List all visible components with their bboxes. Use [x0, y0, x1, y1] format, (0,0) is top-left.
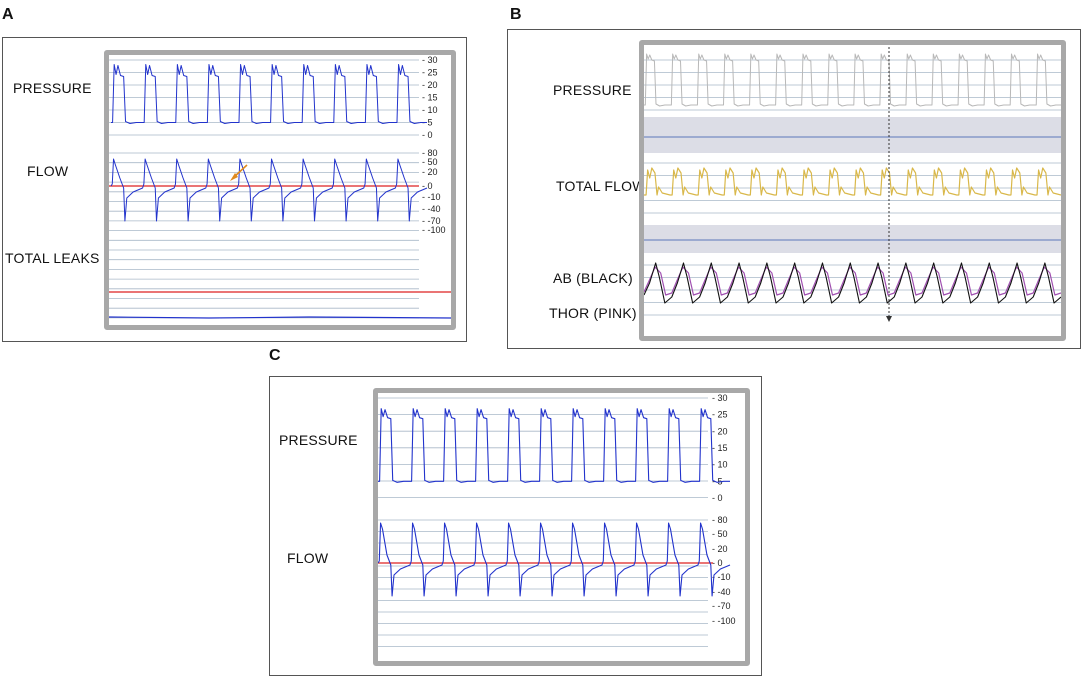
plot-frame-b [639, 40, 1066, 341]
label-flow-c: FLOW [287, 550, 329, 566]
pressure-tick-label-c: - 25 [712, 410, 728, 420]
plot-c: - 30 - 25 - 20 - 15 - 10 - 5 - 0 - 80 - 50 - 20 - … [378, 393, 736, 647]
flow-tick-label-c: - -40 [712, 587, 731, 597]
flow-tick-label-a: - 50 [422, 157, 438, 167]
channel-band-b-1 [644, 117, 1061, 153]
pressure-tick-label-c: - 0 [712, 493, 723, 503]
panel-a: PRESSURE FLOW TOTAL LEAKS - 30- 25- 20- … [2, 37, 467, 342]
label-thor-pink: THOR (PINK) [549, 305, 637, 321]
pressure-tick-label-a: - 0 [422, 130, 433, 140]
flow-tick-label-c: - 0 [712, 558, 723, 568]
label-pressure-b: PRESSURE [553, 82, 632, 98]
flow-tick-label-a: - -10 [422, 192, 441, 202]
label-flow-a: FLOW [27, 163, 69, 179]
label-total-leaks-a: TOTAL LEAKS [5, 250, 100, 266]
pressure-tick-label-a: - 25 [422, 68, 438, 78]
flow-tick-label-a: - -100 [422, 225, 446, 235]
pressure-trace-a [111, 64, 427, 124]
channel-band-b-2 [644, 225, 1061, 253]
plot-frame-c: - 30 - 25 - 20 - 15 - 10 - 5 - 0 - 80 - 50 - 20 - … [373, 388, 750, 666]
flow-tick-label-a: - -70 [422, 216, 441, 226]
flow-tick-label-c: - -10 [712, 572, 731, 582]
plot-b [644, 47, 1061, 322]
panel-b: PRESSURE TOTAL FLOW AB (BLACK) THOR (PIN… [507, 29, 1081, 349]
panel-c: PRESSURE FLOW - 30 - 25 - 20 - 15 - 10 - 5 - 0… [269, 376, 762, 676]
panel-letter-b: B [510, 6, 522, 23]
label-pressure-a: PRESSURE [13, 80, 92, 96]
total-flow-trace-b [644, 167, 1061, 196]
flow-tick-label-c: - 20 [712, 544, 728, 554]
plot-frame-a: - 30- 25- 20- 15- 10- 5- 0- 80- 50- 20- … [104, 50, 456, 330]
panel-letter-c: C [269, 347, 281, 364]
pressure-tick-label-a: - 10 [422, 105, 438, 115]
flow-tick-label-c: - -100 [712, 616, 736, 626]
flow-trace-a [110, 158, 428, 222]
panel-letter-a: A [2, 6, 14, 23]
total-leaks-trace [109, 316, 451, 319]
flow-tick-label-a: - 20 [422, 167, 438, 177]
flow-trace-c [378, 522, 731, 597]
event-marker-arrow [886, 316, 892, 322]
pressure-trace-c [378, 408, 730, 483]
pressure-tick-label-c: - 5 [712, 476, 723, 486]
flow-tick-label-c: - 50 [712, 529, 728, 539]
abdominal-effort-trace [644, 262, 1061, 304]
pressure-tick-label-a: - 15 [422, 93, 438, 103]
label-total-flow-b: TOTAL FLOW [556, 178, 646, 194]
label-pressure-c: PRESSURE [279, 432, 358, 448]
label-ab-black: AB (BLACK) [553, 270, 633, 286]
pressure-tick-label-a: - 20 [422, 80, 438, 90]
pressure-tick-label-a: - 30 [422, 55, 438, 65]
pressure-tick-label-a: - 5 [422, 118, 433, 128]
pressure-trace-b [644, 53, 1061, 107]
flow-tick-label-c: - 80 [712, 515, 728, 525]
flow-tick-label-a: - -40 [422, 204, 441, 214]
flow-tick-label-a: - 0 [422, 181, 433, 191]
flow-tick-label-c: - -70 [712, 601, 731, 611]
annotation-arrow-head [230, 173, 238, 181]
flow-tick-label-a: - 80 [422, 148, 438, 158]
pressure-tick-label-c: - 20 [712, 426, 728, 436]
plot-a: - 30- 25- 20- 15- 10- 5- 0- 80- 50- 20- … [109, 55, 451, 319]
pressure-tick-label-c: - 30 [712, 393, 728, 403]
pressure-tick-label-c: - 10 [712, 460, 728, 470]
pressure-tick-label-c: - 15 [712, 443, 728, 453]
